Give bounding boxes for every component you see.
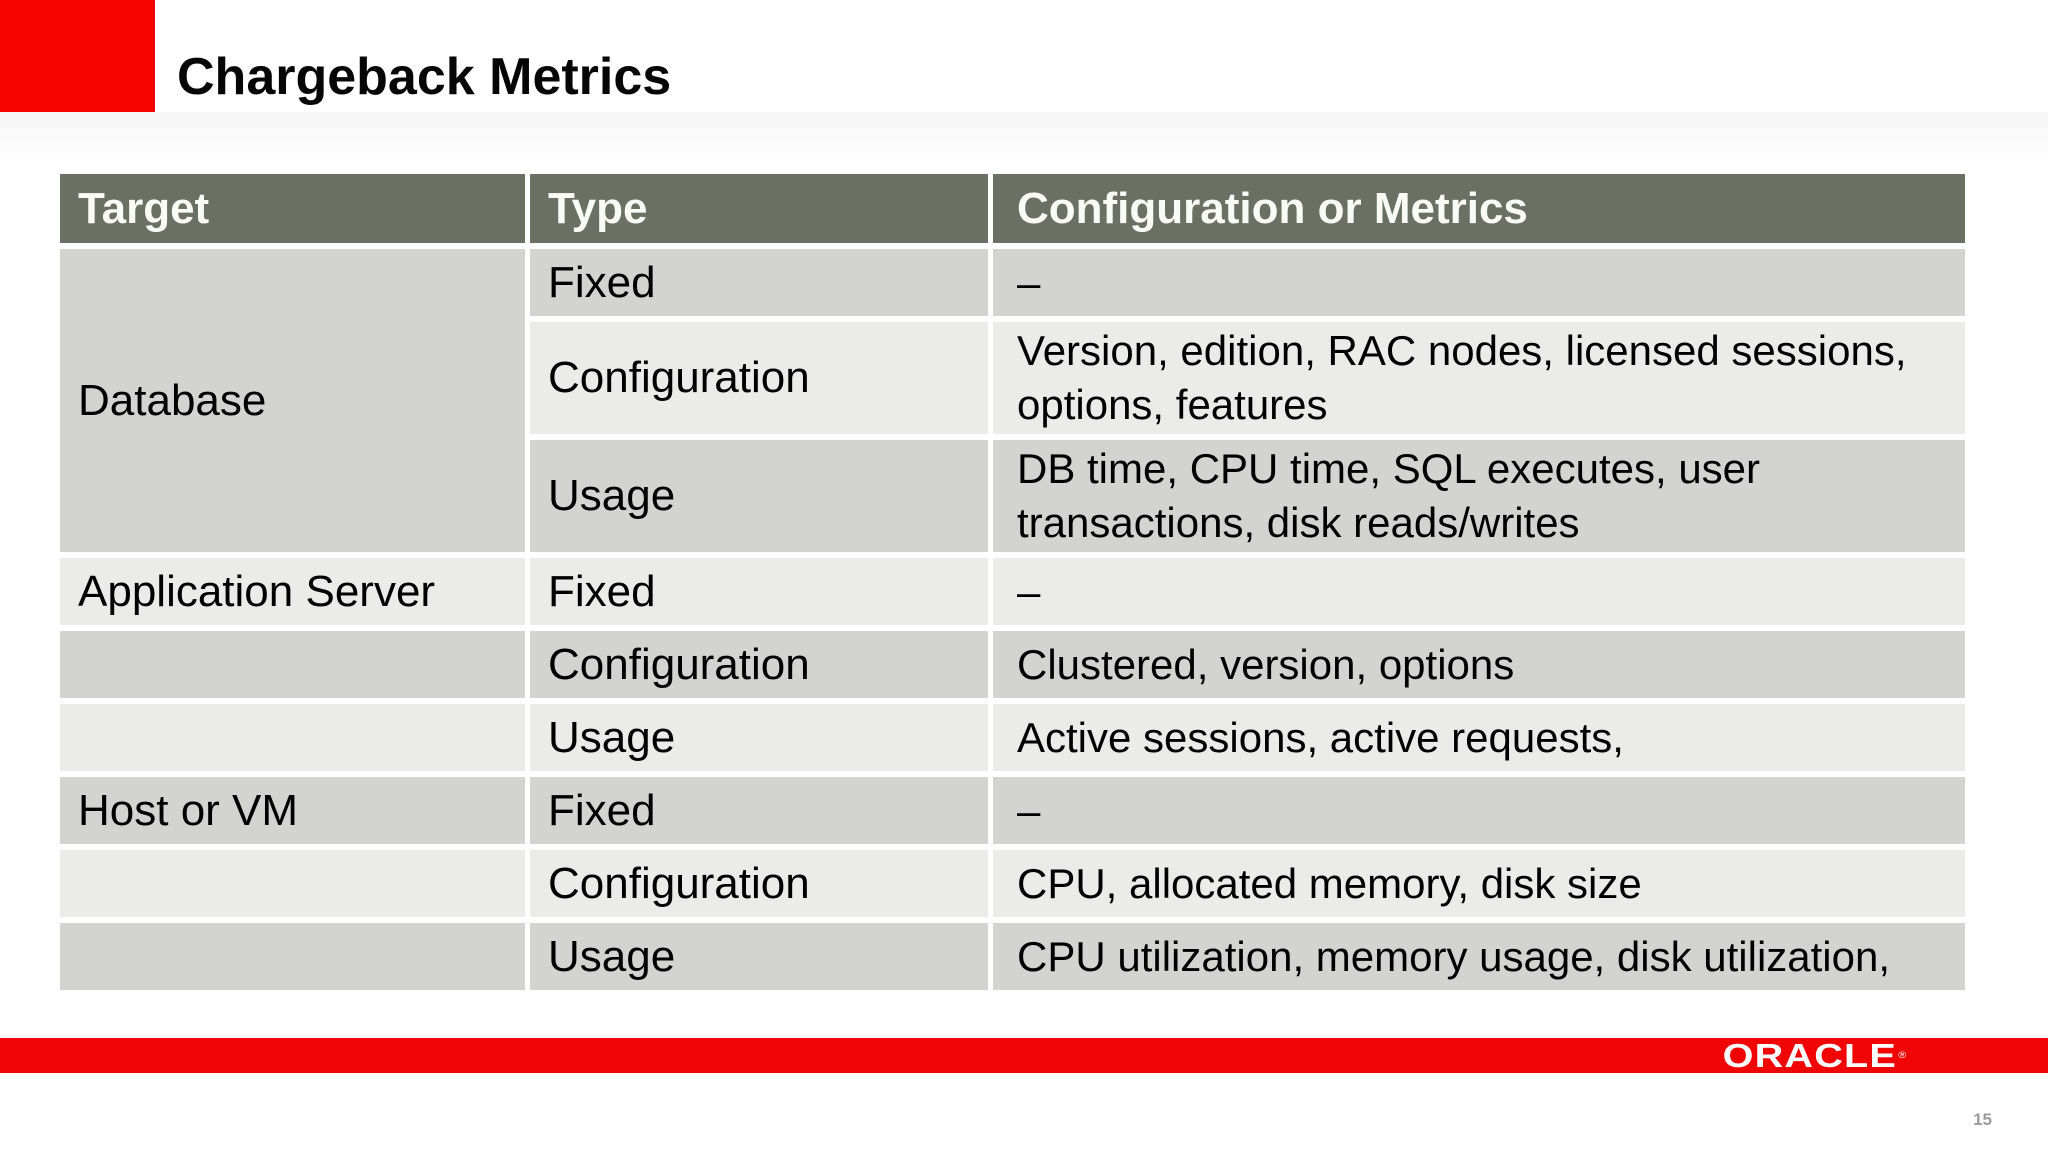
- registered-trademark-mark: ®: [1898, 1050, 1908, 1060]
- cell-target-application-server: Application Server: [60, 558, 525, 625]
- cell-metrics: –: [993, 777, 1965, 844]
- chargeback-metrics-table: Target Type Configuration or Metrics Dat…: [55, 168, 1970, 996]
- cell-type: Usage: [530, 923, 988, 990]
- oracle-wordmark: ORACLE: [1722, 1037, 1898, 1074]
- oracle-logo: ORACLE®: [1677, 1038, 1953, 1073]
- cell-type: Fixed: [530, 777, 988, 844]
- cell-type: Usage: [530, 704, 988, 771]
- cell-metrics: DB time, CPU time, SQL executes, user tr…: [993, 440, 1965, 552]
- cell-metrics: –: [993, 558, 1965, 625]
- cell-metrics: Clustered, version, options: [993, 631, 1965, 698]
- cell-metrics: CPU, allocated memory, disk size: [993, 850, 1965, 917]
- cell-metrics: Active sessions, active requests,: [993, 704, 1965, 771]
- cell-type: Usage: [530, 440, 988, 552]
- table-row: Configuration Clustered, version, option…: [60, 631, 1965, 698]
- column-header-type: Type: [530, 174, 988, 243]
- cell-type: Fixed: [530, 558, 988, 625]
- cell-target-empty: [60, 850, 525, 917]
- cell-target-empty: [60, 704, 525, 771]
- cell-target-database: Database: [60, 249, 525, 552]
- table-row: Configuration Version, edition, RAC node…: [60, 322, 1965, 434]
- cell-type: Configuration: [530, 850, 988, 917]
- table-row: Usage Active sessions, active requests,: [60, 704, 1965, 771]
- page-title: Chargeback Metrics: [177, 48, 672, 106]
- title-shade-band: [0, 112, 2048, 170]
- brand-red-square: [0, 0, 155, 112]
- table-row: Configuration CPU, allocated memory, dis…: [60, 850, 1965, 917]
- table-row: Host or VM Fixed –: [60, 777, 1965, 844]
- cell-target-host-or-vm: Host or VM: [60, 777, 525, 844]
- cell-target-empty: [60, 923, 525, 990]
- cell-metrics: CPU utilization, memory usage, disk util…: [993, 923, 1965, 990]
- table-header-row: Target Type Configuration or Metrics: [60, 174, 1965, 243]
- cell-type: Fixed: [530, 249, 988, 316]
- table-row: Database Fixed –: [60, 249, 1965, 552]
- cell-target-empty: [60, 631, 525, 698]
- cell-metrics: –: [993, 249, 1965, 316]
- column-header-configuration-or-metrics: Configuration or Metrics: [993, 174, 1965, 243]
- cell-type: Configuration: [530, 631, 988, 698]
- table-row: Usage DB time, CPU time, SQL executes, u…: [60, 440, 1965, 552]
- table-row: Usage CPU utilization, memory usage, dis…: [60, 923, 1965, 990]
- cell-type: Configuration: [530, 322, 988, 434]
- column-header-target: Target: [60, 174, 525, 243]
- cell-metrics: Version, edition, RAC nodes, licensed se…: [993, 322, 1965, 434]
- table-row: Application Server Fixed –: [60, 558, 1965, 625]
- page-number: 15: [1973, 1110, 1992, 1129]
- footer-red-bar: ORACLE®: [0, 1038, 2048, 1073]
